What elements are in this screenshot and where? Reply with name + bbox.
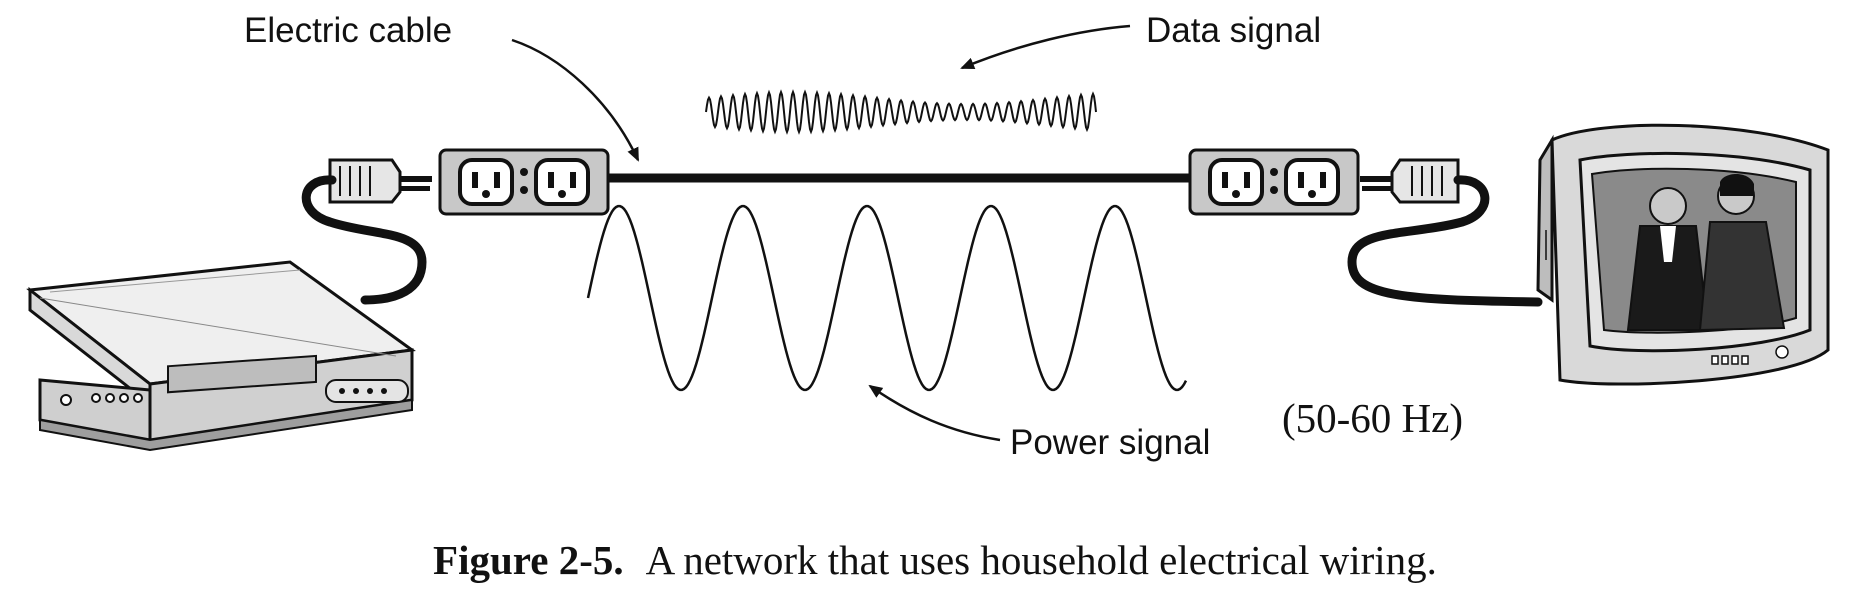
power-signal-arrow xyxy=(868,384,1001,442)
data-signal-arrow xyxy=(960,24,1131,70)
power-signal-label: Power signal xyxy=(1010,423,1210,462)
figure-caption: Figure 2-5. A network that uses househol… xyxy=(433,537,1437,583)
data-signal-wave xyxy=(705,89,1097,135)
television-icon xyxy=(1536,123,1830,386)
plug-icon xyxy=(1360,158,1460,204)
plug-icon xyxy=(328,158,432,204)
data-signal-label: Data signal xyxy=(1146,11,1321,50)
electrical-outlet-icon xyxy=(1188,148,1360,216)
set-top-box-icon xyxy=(26,260,416,452)
figure-number: Figure 2-5. xyxy=(433,537,624,583)
electric-cable-label: Electric cable xyxy=(244,11,452,50)
person-icon xyxy=(1649,187,1687,225)
caption-text: A network that uses household electrical… xyxy=(646,537,1437,583)
power-signal-wave xyxy=(586,204,1188,392)
frequency-label: (50-60 Hz) xyxy=(1282,395,1463,441)
right-power-cord xyxy=(1347,175,1543,307)
left-power-cord xyxy=(301,175,427,305)
electric-cable-arrow xyxy=(511,38,640,162)
electrical-outlet-icon xyxy=(438,148,610,216)
